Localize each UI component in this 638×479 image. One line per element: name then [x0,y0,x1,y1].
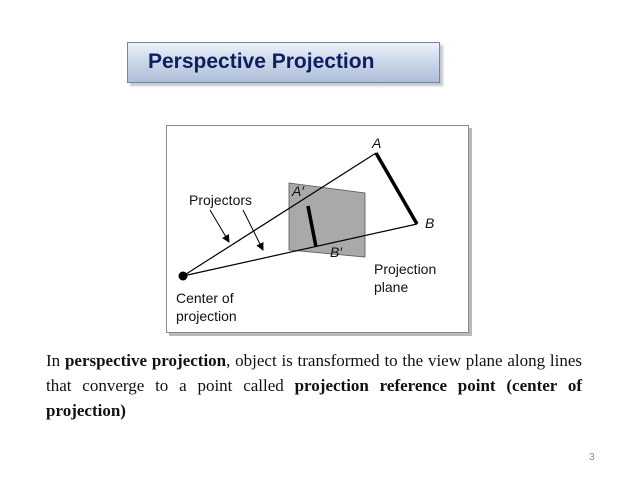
projector-line-a [182,152,377,277]
projector-arrow-2 [242,209,264,251]
label-b-prime: B′ [330,244,343,260]
label-a: A [371,135,381,151]
center-label-line1: Center of [176,290,234,306]
projection-plane-label-line2: plane [374,279,408,295]
projection-plane [288,182,366,258]
paragraph-bold-term: perspective projection [64,351,227,370]
projectors-label: Projectors [189,192,252,208]
projection-diagram: A B A′ B′ Projectors Projection plane Ce… [176,135,436,324]
paragraph-bold-reference: projection reference point (center of pr… [46,376,583,420]
page-number: 3 [589,452,595,463]
projection-plane-label-line1: Projection [374,261,436,277]
paragraph-text-2: , object is transformed to the view plan… [46,351,582,395]
object-line-ab [374,152,419,225]
paragraph-text-1: In [46,351,65,370]
projector-line-b [182,223,418,277]
label-b: B [425,215,434,231]
center-label-line2: projection [176,308,237,324]
projection-figure: A B A′ B′ Projectors Projection plane Ce… [166,125,469,333]
projected-line-ab-prime [306,205,318,248]
slide-title-banner: Perspective Projection [127,42,440,83]
projector-arrow-1 [209,209,230,243]
center-of-projection-point [178,271,188,281]
description-paragraph: In perspective projection, object is tra… [46,348,582,423]
label-a-prime: A′ [291,183,305,199]
slide-title: Perspective Projection [148,50,375,73]
